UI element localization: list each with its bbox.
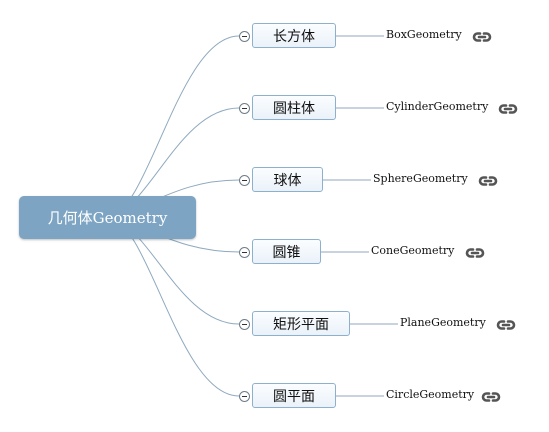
branch-node-box[interactable]: 长方体 bbox=[252, 23, 336, 48]
branch-node-plane[interactable]: 矩形平面 bbox=[252, 311, 350, 336]
leaf-box-geometry[interactable]: BoxGeometry bbox=[386, 28, 462, 41]
collapse-toggle[interactable] bbox=[239, 247, 250, 258]
leaf-cylinder-geometry[interactable]: CylinderGeometry bbox=[386, 100, 489, 113]
root-branch-connector bbox=[109, 35, 240, 218]
collapse-toggle[interactable] bbox=[239, 103, 250, 114]
collapse-toggle[interactable] bbox=[239, 31, 250, 42]
link-icon[interactable] bbox=[478, 175, 498, 187]
branch-label: 圆柱体 bbox=[273, 100, 315, 117]
collapse-toggle[interactable] bbox=[239, 391, 250, 402]
link-icon[interactable] bbox=[498, 103, 518, 115]
link-icon[interactable] bbox=[472, 31, 492, 43]
leaf-cone-geometry[interactable]: ConeGeometry bbox=[371, 244, 455, 257]
link-icon[interactable] bbox=[465, 247, 485, 259]
root-node[interactable]: 几何体Geometry bbox=[19, 196, 196, 239]
branch-node-sphere[interactable]: 球体 bbox=[252, 167, 323, 192]
leaf-sphere-geometry[interactable]: SphereGeometry bbox=[373, 172, 468, 185]
link-icon[interactable] bbox=[481, 391, 501, 403]
root-branch-connector bbox=[109, 216, 240, 397]
branch-node-cylinder[interactable]: 圆柱体 bbox=[252, 95, 336, 120]
branch-node-circle[interactable]: 圆平面 bbox=[252, 383, 336, 408]
branch-label: 长方体 bbox=[273, 28, 315, 45]
branch-node-cone[interactable]: 圆锥 bbox=[252, 239, 321, 264]
link-icon[interactable] bbox=[496, 319, 516, 331]
collapse-toggle[interactable] bbox=[239, 175, 250, 186]
branch-label: 球体 bbox=[273, 172, 302, 189]
root-node-label: 几何体Geometry bbox=[47, 209, 168, 227]
branch-label: 圆锥 bbox=[272, 244, 301, 261]
branch-label: 矩形平面 bbox=[273, 316, 329, 333]
leaf-circle-geometry[interactable]: CircleGeometry bbox=[386, 388, 475, 401]
leaf-plane-geometry[interactable]: PlaneGeometry bbox=[400, 316, 486, 329]
branch-label: 圆平面 bbox=[273, 388, 315, 405]
collapse-toggle[interactable] bbox=[239, 319, 250, 330]
